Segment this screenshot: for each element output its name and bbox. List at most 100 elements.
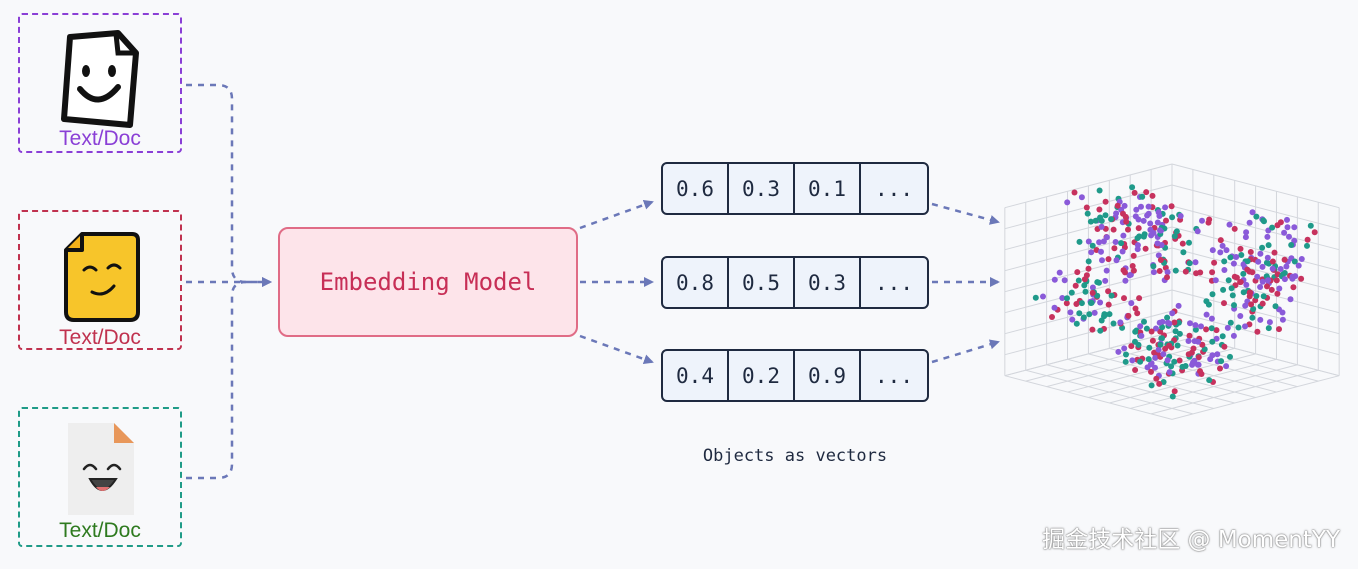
scatter-point — [1225, 277, 1232, 284]
scatter-point — [1094, 292, 1101, 299]
scatter-point — [1129, 184, 1136, 191]
scatter-point — [1147, 220, 1154, 227]
scatter-point — [1074, 269, 1081, 276]
scatter-point — [1281, 256, 1288, 263]
scatter-point — [1102, 212, 1109, 219]
scatter-point — [1171, 358, 1178, 365]
scatter-point — [1186, 260, 1193, 267]
scatter-point — [1171, 233, 1178, 240]
scatter-point — [1069, 316, 1076, 323]
scatter-point — [1229, 292, 1236, 299]
scatter-point — [1105, 301, 1112, 308]
scatter-point — [1084, 210, 1091, 217]
vector-row-2: 0.8 0.5 0.3 ... — [661, 256, 929, 309]
scatter-point — [1171, 388, 1178, 395]
scatter-point — [1153, 375, 1160, 382]
scatter-point — [1244, 258, 1251, 265]
scatter-point — [1135, 225, 1142, 232]
scatter-point — [1175, 302, 1182, 309]
scatter-point — [1220, 286, 1227, 293]
scatter-point — [1169, 214, 1176, 221]
scatter-point — [1250, 306, 1257, 312]
scatter-point — [1145, 210, 1152, 217]
vector-cell: 0.4 — [663, 351, 729, 400]
document-card-2: Text/Doc — [18, 210, 182, 350]
scatter-point — [1085, 265, 1092, 272]
scatter-point — [1243, 281, 1250, 288]
scatter-point — [1209, 269, 1216, 276]
scatter-point — [1099, 257, 1105, 264]
scatter-point — [1187, 320, 1193, 327]
scatter-point — [1121, 202, 1128, 209]
scatter-point — [1298, 256, 1305, 262]
scatter-point — [1152, 354, 1159, 361]
scatter-point — [1064, 199, 1071, 206]
scatter-point — [1211, 259, 1218, 266]
scatter-point — [1260, 217, 1267, 224]
scatter-point — [1168, 363, 1175, 370]
scatter-point — [1105, 288, 1112, 295]
doc3-connector — [186, 280, 247, 480]
scatter-point — [1209, 291, 1216, 298]
document-card-1: Text/Doc — [18, 13, 182, 153]
scatter-point — [1284, 224, 1291, 231]
vector-cell: 0.8 — [663, 258, 729, 307]
scatter-point — [1253, 293, 1260, 299]
scatter-point — [1272, 303, 1279, 310]
scatter-point — [1195, 354, 1202, 361]
vector-row-1: 0.6 0.3 0.1 ... — [661, 162, 929, 215]
scatter-point — [1186, 239, 1192, 246]
scatter-point — [1233, 274, 1240, 281]
scatter-point — [1105, 256, 1112, 263]
scatter-point — [1153, 325, 1159, 332]
scatter-point — [1096, 206, 1103, 213]
scatter-point — [1150, 263, 1157, 270]
scatter-point — [1073, 320, 1080, 327]
scatter-point — [1247, 289, 1254, 296]
scatter-point — [1198, 323, 1204, 330]
scatter-point — [1113, 210, 1120, 217]
scatter-point — [1199, 217, 1205, 224]
scatter-point — [1259, 300, 1266, 307]
embedding-model-box: Embedding Model — [278, 227, 578, 337]
vector-cell: 0.3 — [795, 258, 861, 307]
document-label-2: Text/Doc — [59, 326, 141, 349]
scatter-point — [1283, 263, 1290, 270]
scatter-point — [1138, 332, 1145, 339]
scatter-point — [1226, 221, 1233, 228]
scatter-point — [1284, 216, 1290, 223]
scatter-point — [1277, 219, 1284, 226]
scatter-point — [1133, 206, 1140, 213]
scatter-point — [1115, 348, 1122, 355]
scatter-point — [1197, 368, 1203, 375]
scatter-point — [1134, 242, 1141, 249]
scatter-point — [1125, 312, 1132, 319]
scatter-point — [1155, 252, 1162, 259]
scatter-point — [1238, 252, 1245, 258]
scatter-point — [1248, 301, 1255, 308]
scatter-point — [1132, 328, 1139, 335]
scatter-point — [1223, 363, 1230, 370]
scatter-point — [1076, 310, 1083, 317]
scatter-point — [1208, 325, 1215, 332]
scatter-point — [1254, 273, 1261, 280]
scatter-point — [1209, 352, 1216, 359]
scatter-point — [1097, 299, 1104, 306]
scatter-point — [1146, 344, 1153, 351]
scatter-point — [1160, 351, 1167, 358]
scatter-point — [1102, 198, 1109, 205]
scatter-point — [1259, 278, 1266, 285]
cube-grid — [1004, 163, 1340, 420]
scatter-point — [1227, 319, 1234, 326]
scatter-point — [1148, 360, 1155, 367]
scatter-point — [1122, 358, 1129, 365]
scatter-point — [1169, 393, 1176, 400]
scatter-point — [1291, 258, 1298, 265]
scatter-point — [1118, 240, 1125, 247]
scatter-point — [1192, 326, 1199, 333]
scatter-point — [1174, 342, 1181, 349]
vector-cell: ... — [875, 363, 913, 388]
scatter-point — [1130, 267, 1137, 274]
scatter-point — [1286, 233, 1292, 240]
scatter-point — [1203, 326, 1210, 333]
